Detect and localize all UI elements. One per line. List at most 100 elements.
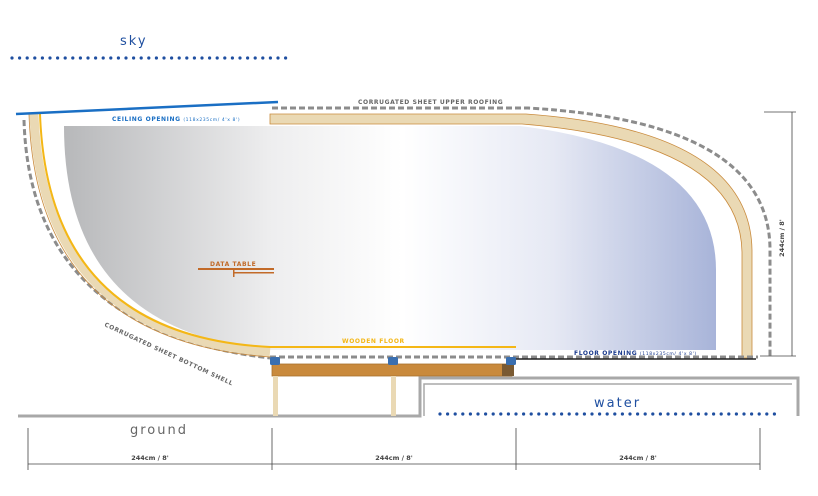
- dot: [185, 56, 189, 60]
- dot: [200, 56, 204, 60]
- water-dotted-line: [438, 412, 777, 416]
- dot: [491, 412, 495, 416]
- dot: [48, 56, 52, 60]
- dot: [276, 56, 280, 60]
- dot: [537, 412, 541, 416]
- sky-dotted-line: [10, 56, 288, 60]
- dot: [734, 412, 739, 416]
- dot: [230, 56, 234, 60]
- deck-post-left: [273, 376, 278, 416]
- dot: [552, 412, 556, 416]
- dot: [499, 412, 503, 416]
- dimension-label-1: 244cm / 8': [131, 454, 169, 462]
- dot: [154, 56, 158, 60]
- dot: [162, 56, 166, 60]
- dot: [177, 56, 181, 60]
- dot: [757, 412, 761, 416]
- dot: [223, 56, 227, 60]
- dot: [238, 56, 242, 60]
- dot: [605, 412, 609, 416]
- support-bracket: [506, 357, 516, 365]
- dot: [476, 412, 480, 416]
- dot: [33, 56, 37, 60]
- dot: [10, 56, 14, 60]
- ceiling-opening-label: CEILING OPENING (118x235cm/ 4'x 8'): [112, 116, 240, 123]
- wood-bottom-shell-edge: [28, 113, 271, 358]
- dot: [598, 412, 602, 416]
- dot: [438, 412, 442, 416]
- ceiling-opening-line: [15, 100, 279, 116]
- dimension-label-3: 244cm / 8': [619, 454, 657, 462]
- dot: [643, 412, 647, 416]
- dot: [25, 56, 29, 60]
- dot: [116, 56, 120, 60]
- dot: [56, 56, 60, 60]
- dot: [147, 56, 151, 60]
- sky-label: sky: [120, 34, 148, 49]
- dimension-label-2: 244cm / 8': [375, 454, 413, 462]
- dot: [765, 412, 769, 416]
- deck-post-right: [391, 376, 396, 416]
- dot: [246, 56, 250, 60]
- dot: [704, 412, 708, 416]
- dot: [215, 56, 219, 60]
- dot: [772, 412, 777, 416]
- height-dimension-label: 244cm / 8': [778, 219, 786, 257]
- dot: [71, 56, 75, 60]
- dot: [170, 56, 174, 60]
- dot: [750, 412, 754, 416]
- dot: [544, 412, 549, 416]
- data-table-top: [198, 268, 274, 270]
- dot: [253, 56, 257, 60]
- dot: [658, 412, 663, 416]
- support-bracket: [270, 357, 280, 365]
- dot: [192, 56, 196, 60]
- data-table-leg: [233, 270, 235, 277]
- data-table-label: DATA TABLE: [210, 261, 256, 268]
- dot: [132, 56, 136, 60]
- dot: [484, 412, 488, 416]
- dot: [666, 412, 670, 416]
- dot: [506, 412, 510, 416]
- dot: [567, 412, 571, 416]
- wood-bottom-shell: [29, 113, 271, 357]
- dot: [453, 412, 457, 416]
- dot: [529, 412, 533, 416]
- dot: [461, 412, 465, 416]
- ground-label: ground: [130, 423, 188, 438]
- dot: [18, 56, 22, 60]
- dot: [575, 412, 579, 416]
- wooden-floor-label: WOODEN FLOOR: [342, 338, 405, 345]
- dot: [522, 412, 526, 416]
- dot: [560, 412, 564, 416]
- dot: [696, 412, 701, 416]
- dot: [86, 56, 90, 60]
- dot: [446, 412, 450, 416]
- dot: [101, 56, 105, 60]
- ground-line: [18, 376, 800, 418]
- corrugated-upper-roofing: [272, 106, 772, 358]
- dot: [268, 56, 272, 60]
- dot: [742, 412, 746, 416]
- dot: [727, 412, 731, 416]
- dot: [712, 412, 716, 416]
- dot: [124, 56, 128, 60]
- data-table-shelf: [234, 272, 274, 274]
- deck-beam: [271, 363, 513, 377]
- dot: [689, 412, 693, 416]
- corrugated-upper-label: CORRUGATED SHEET UPPER ROOFING: [358, 99, 503, 106]
- dot: [109, 56, 113, 60]
- dot: [468, 412, 472, 416]
- dot: [139, 56, 143, 60]
- water-label: water: [594, 396, 641, 411]
- dot: [208, 56, 212, 60]
- dot: [681, 412, 685, 416]
- dot: [613, 412, 617, 416]
- dot: [620, 412, 625, 416]
- dot: [582, 412, 587, 416]
- dot: [63, 56, 67, 60]
- floor-opening-label: FLOOR OPENING (118x235cm/ 4'x 8'): [574, 350, 697, 357]
- dot: [40, 56, 45, 60]
- deck-beam-end: [502, 364, 514, 376]
